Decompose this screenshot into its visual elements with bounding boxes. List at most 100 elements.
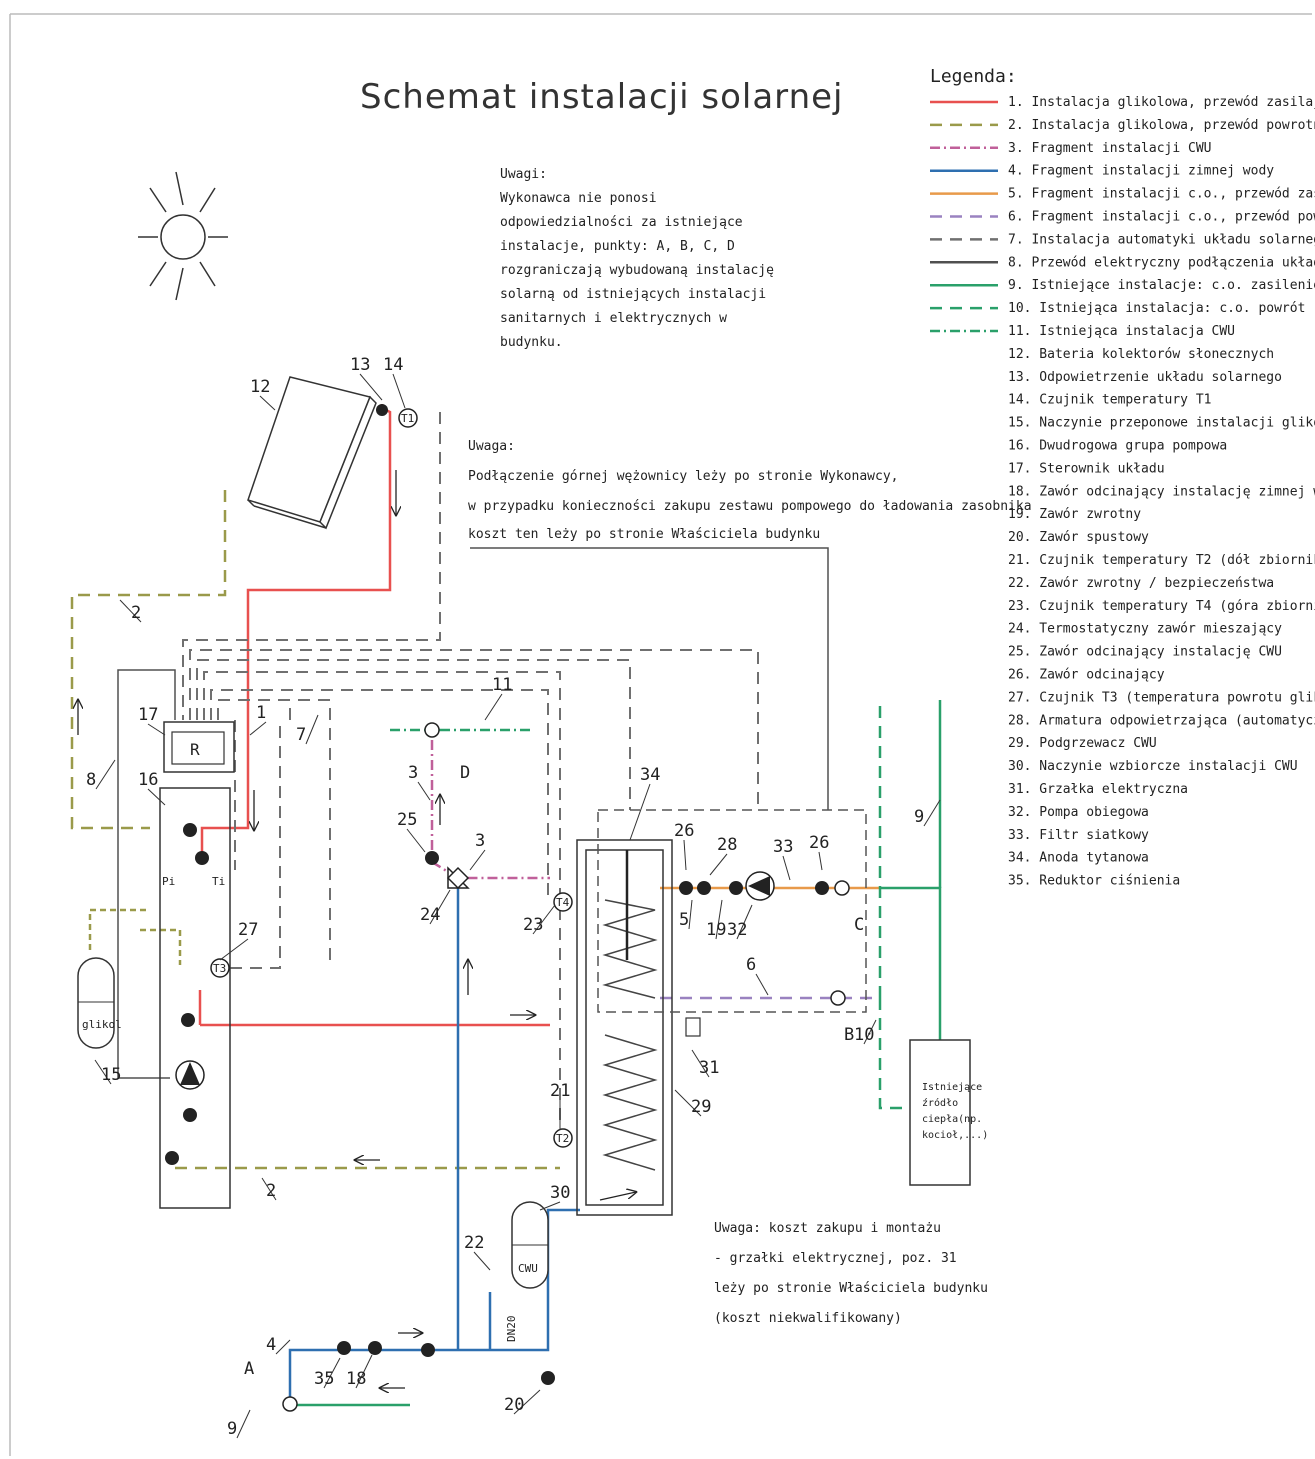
leader-line bbox=[473, 1251, 491, 1271]
svg-text:DN20: DN20 bbox=[505, 1316, 518, 1343]
item-number: 2 bbox=[131, 603, 141, 623]
item-number: 29 bbox=[691, 1097, 711, 1117]
leader-line bbox=[236, 1409, 251, 1439]
sensor-t1: T1 bbox=[398, 408, 418, 428]
pump-group bbox=[159, 787, 231, 1209]
flow-arrows bbox=[78, 470, 636, 1388]
legend-item: 2. Instalacja glikolowa, przewód powrotn… bbox=[1008, 118, 1315, 133]
svg-text:R: R bbox=[190, 740, 200, 759]
legend-item: 32. Pompa obiegowa bbox=[1008, 805, 1149, 820]
leader-line bbox=[736, 904, 753, 940]
legend-item: 16. Dwudrogowa grupa pompowa bbox=[1008, 439, 1227, 454]
leader-line bbox=[709, 853, 728, 876]
legend-item: 24. Termostatyczny zawór mieszający bbox=[1008, 622, 1282, 637]
item-number: 35 bbox=[314, 1369, 334, 1389]
legend-item: 22. Zawór zwrotny / bezpieczeństwa bbox=[1008, 576, 1274, 591]
mixing-valve-icon bbox=[446, 866, 470, 890]
item-number: 31 bbox=[699, 1058, 719, 1078]
legend-item: 30. Naczynie wzbiorcze instalacji CWU bbox=[1008, 759, 1298, 774]
item-number: 5 bbox=[679, 910, 689, 930]
legend-item: 9. Istniejące instalacje: c.o. zasilenie… bbox=[1008, 278, 1315, 293]
glycol-expansion-tank: glikol bbox=[77, 957, 122, 1049]
svg-text:sanitarnych i elektrycznych w: sanitarnych i elektrycznych w bbox=[500, 311, 727, 326]
leader-line bbox=[392, 373, 406, 409]
leader-line bbox=[355, 1354, 373, 1389]
item-number: 30 bbox=[550, 1183, 570, 1203]
leader-line bbox=[484, 693, 503, 721]
legend-item: 7. Instalacja automatyki układu solarneg… bbox=[1008, 232, 1315, 247]
svg-text:D: D bbox=[460, 763, 470, 783]
leader-line bbox=[305, 714, 319, 745]
legend-item: 6. Fragment instalacji c.o., przewód pow… bbox=[1008, 210, 1315, 225]
legend-item: 8. Przewód elektryczny podłączenia układ… bbox=[1008, 255, 1315, 270]
note-upper-coil: Uwaga: Podłączenie górnej wężownicy leży… bbox=[468, 439, 1032, 542]
item-number: 9 bbox=[914, 807, 924, 827]
item-number: 16 bbox=[138, 770, 158, 790]
svg-text:CWU: CWU bbox=[518, 1262, 538, 1275]
svg-text:instalacje, punkty: A, B, C, D: instalacje, punkty: A, B, C, D bbox=[500, 239, 735, 254]
item-number: 13 bbox=[350, 355, 370, 375]
svg-text:solarną od istniejących instal: solarną od istniejących instalacji bbox=[500, 287, 766, 302]
legend-item: 10. Istniejąca instalacja: c.o. powrót bbox=[1008, 301, 1305, 316]
leader-line bbox=[674, 1089, 702, 1117]
item-number: 25 bbox=[397, 810, 417, 830]
svg-text:T4: T4 bbox=[556, 896, 570, 909]
item-number: 23 bbox=[523, 915, 543, 935]
svg-text:odpowiedzialności za istniejąc: odpowiedzialności za istniejące bbox=[500, 215, 743, 230]
leader-line bbox=[406, 828, 426, 853]
solar-collector bbox=[247, 376, 377, 530]
legend-item: 3. Fragment instalacji CWU bbox=[1008, 141, 1212, 156]
note-heater-cost: Uwaga: koszt zakupu i montażu - grzałki … bbox=[714, 1221, 988, 1326]
item-number: 12 bbox=[250, 377, 270, 397]
item-number: 28 bbox=[717, 835, 737, 855]
item-number: 34 bbox=[640, 765, 660, 785]
existing-heat-source: Istniejące źródło ciepła(np. kocioł,...) bbox=[909, 1039, 988, 1186]
leader-line bbox=[691, 1049, 710, 1078]
legend-item: 5. Fragment instalacji c.o., przewód zas… bbox=[1008, 187, 1315, 202]
svg-text:ciepła(np.: ciepła(np. bbox=[922, 1114, 982, 1125]
leader-line bbox=[359, 373, 383, 401]
item-number: 8 bbox=[86, 770, 96, 790]
pressure-gauge-label: Pi bbox=[162, 875, 175, 888]
item-number: 11 bbox=[492, 675, 512, 695]
leader-line bbox=[863, 1019, 877, 1045]
legend-item: 29. Podgrzewacz CWU bbox=[1008, 736, 1157, 751]
item-number: 7 bbox=[296, 725, 306, 745]
leader-line bbox=[219, 938, 249, 961]
leader-line bbox=[683, 839, 687, 871]
svg-text:Wykonawca nie ponosi: Wykonawca nie ponosi bbox=[500, 191, 657, 206]
legend-item: 13. Odpowietrzenie układu solarnego bbox=[1008, 370, 1282, 385]
item-number: 2 bbox=[266, 1181, 276, 1201]
svg-text:Uwagi:: Uwagi: bbox=[500, 167, 547, 182]
leader-line bbox=[818, 851, 823, 871]
legend-item: 34. Anoda tytanowa bbox=[1008, 851, 1149, 866]
cwu-expansion-tank: CWU DN20 bbox=[505, 1201, 549, 1343]
leader-line bbox=[539, 1201, 561, 1211]
legend-item: 1. Instalacja glikolowa, przewód zasilaj… bbox=[1008, 95, 1315, 110]
legend-item: 4. Fragment instalacji zimnej wody bbox=[1008, 164, 1274, 179]
item-number: 3 bbox=[408, 763, 418, 783]
leader-line bbox=[782, 855, 791, 881]
svg-text:koszt ten leży po stronie Właś: koszt ten leży po stronie Właściciela bu… bbox=[468, 527, 820, 542]
item-number: 9 bbox=[227, 1419, 237, 1439]
legend-item: 26. Zawór odcinający bbox=[1008, 668, 1165, 683]
item-number: 10 bbox=[854, 1025, 874, 1045]
circulation-pump-icon bbox=[175, 1060, 205, 1090]
legend-title: Legenda: bbox=[930, 66, 1017, 87]
item-number: 14 bbox=[383, 355, 403, 375]
co-boundary bbox=[597, 809, 867, 1013]
note-disclaimer: Uwagi: Wykonawca nie ponosi odpowiedzial… bbox=[500, 167, 774, 350]
svg-text:leży po stronie Właściciela bu: leży po stronie Właściciela budynku bbox=[714, 1281, 988, 1296]
svg-text:źródło: źródło bbox=[922, 1097, 958, 1109]
item-number: 17 bbox=[138, 705, 158, 725]
leader-line bbox=[688, 899, 693, 930]
legend-item: 27. Czujnik T3 (temperatura powrotu glik… bbox=[1008, 690, 1315, 705]
svg-text:(koszt niekwalifikowany): (koszt niekwalifikowany) bbox=[714, 1311, 902, 1326]
svg-text:T3: T3 bbox=[213, 962, 226, 975]
leader-line bbox=[755, 973, 769, 996]
leader-line bbox=[147, 723, 166, 736]
item-number: 19 bbox=[706, 920, 726, 940]
legend-item: 15. Naczynie przeponowe instalacji gliko… bbox=[1008, 416, 1315, 431]
